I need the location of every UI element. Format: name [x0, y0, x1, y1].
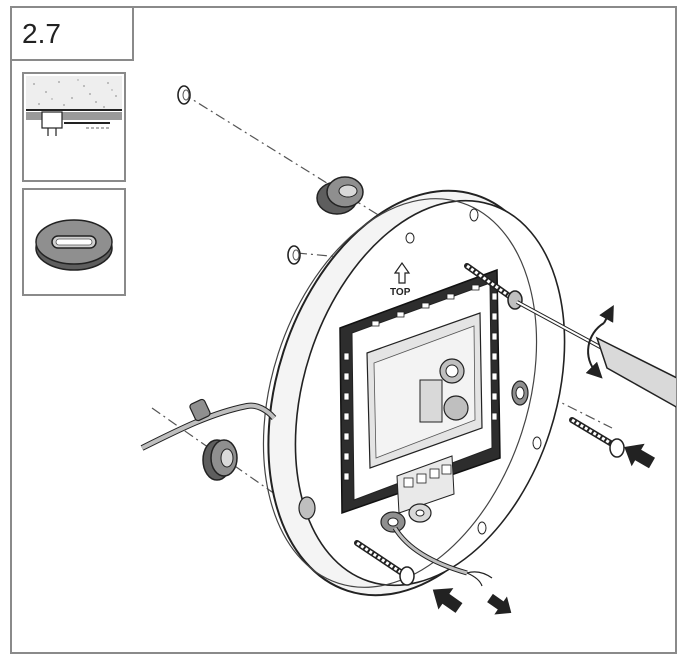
cable-entry-grommets	[298, 380, 529, 533]
top-arrow-marking: TOP	[390, 261, 411, 298]
arrow-right-screw-icon	[624, 443, 655, 469]
driver-box	[339, 268, 501, 515]
cable-grommet-icon	[35, 219, 113, 271]
step-number-text: 2.7	[22, 17, 61, 49]
washer-top	[177, 85, 191, 105]
screwdriver	[516, 300, 676, 408]
cable-grommet-thumbnail	[22, 188, 126, 296]
grommet-lower	[202, 439, 238, 481]
screw-right	[569, 417, 625, 458]
grommet-top	[316, 176, 364, 215]
top-label: TOP	[390, 287, 411, 298]
step-number: 2.7	[10, 6, 134, 61]
exploded-view-illustration: TOP	[140, 85, 676, 615]
ceiling-detail-icon	[26, 76, 122, 136]
mains-cable-bottom	[392, 526, 493, 587]
ceiling-detail-thumbnail	[22, 72, 126, 182]
arrow-bottom-left-icon	[432, 588, 463, 613]
washer-middle	[287, 245, 301, 265]
arrow-bottom-right-icon	[487, 593, 512, 615]
screws	[354, 263, 625, 586]
screw-bottom	[354, 540, 415, 586]
cable-left	[140, 398, 277, 451]
push-arrows	[432, 443, 655, 615]
